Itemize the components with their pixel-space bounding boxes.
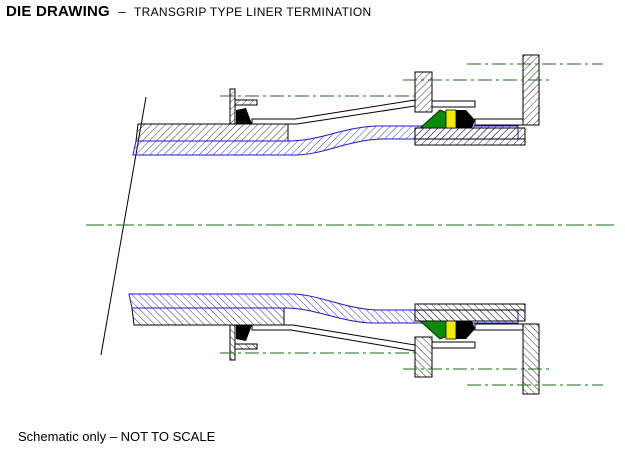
- upper-housing-inner: [414, 127, 526, 140]
- upper-housing-cap: [431, 100, 476, 108]
- upper-outer-flange-web: [474, 118, 524, 126]
- lower-housing-inner: [414, 309, 526, 322]
- title-separator: –: [118, 4, 126, 19]
- scale-note: Schematic only – NOT TO SCALE: [18, 429, 216, 444]
- lower-section: [128, 293, 603, 395]
- upper-outer-flange: [522, 54, 540, 126]
- upper-seal-green: [418, 109, 451, 129]
- title-main: DIE DRAWING: [6, 3, 110, 20]
- upper-housing-bottom: [414, 138, 526, 146]
- lower-housing-cap: [431, 341, 476, 349]
- upper-seal-ring-left: [236, 108, 252, 124]
- upper-seal-yellow: [445, 109, 457, 129]
- upper-small-flange-lip: [234, 99, 258, 106]
- upper-transition-sleeve: [251, 99, 416, 125]
- lower-pipe-wall: [131, 307, 285, 326]
- upper-section: [132, 54, 603, 156]
- lower-seal-yellow: [445, 320, 457, 340]
- lower-small-flange-lip: [234, 343, 258, 350]
- upper-housing-top: [414, 71, 433, 113]
- lower-housing-bottom: [414, 303, 526, 311]
- lower-small-flange: [229, 324, 236, 361]
- lower-outer-flange-web: [474, 323, 524, 331]
- lower-housing-top: [414, 336, 433, 378]
- drawing-title: DIE DRAWING – TRANSGRIP TYPE LINER TERMI…: [6, 3, 371, 21]
- lower-transition-sleeve: [251, 324, 416, 352]
- upper-small-flange: [229, 88, 236, 125]
- lower-outer-flange: [522, 323, 540, 395]
- lower-seal-ring-left: [236, 325, 252, 341]
- lower-seal-green: [418, 320, 451, 340]
- upper-pipe-wall: [135, 123, 289, 142]
- title-subtitle: TRANSGRIP TYPE LINER TERMINATION: [134, 5, 372, 19]
- upper-seal-black: [456, 110, 475, 128]
- lower-seal-black: [456, 321, 475, 339]
